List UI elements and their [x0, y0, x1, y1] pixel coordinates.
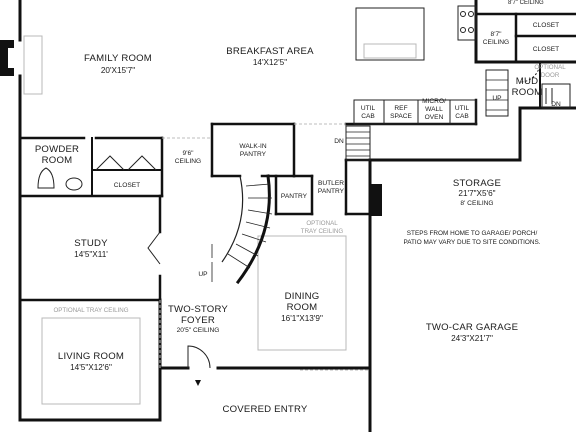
dining-room-line2: ROOM	[287, 302, 318, 313]
kitchen-stairs	[345, 125, 371, 161]
breakfast-area-size: 14'X12'5"	[253, 58, 287, 67]
micro-oven-line3: OVEN	[425, 114, 444, 121]
stairs-up-mud: UP	[492, 95, 502, 102]
study-size: 14'5"X11'	[74, 250, 108, 259]
powder-room-line2: ROOM	[42, 155, 73, 166]
butler-pantry-line2: PANTRY	[318, 188, 345, 195]
garage-note-line2: PATIO MAY VARY DUE TO SITE CONDITIONS.	[403, 239, 540, 246]
living-room-size: 14'5"X12'6"	[70, 363, 112, 372]
walk-in-pantry-line2: PANTRY	[240, 151, 267, 158]
garage-note-line1: STEPS FROM HOME TO GARAGE/ PORCH/	[407, 230, 538, 237]
util-cab-1-line2: CAB	[361, 113, 375, 120]
optional-tray-dining-line2: TRAY CEILING	[301, 228, 344, 235]
ceiling-boundaries	[159, 123, 370, 371]
powder-room-line1: POWDER	[35, 144, 79, 155]
butler-pantry-line1: BUTLER	[318, 180, 344, 187]
dining-room-size: 16'1"X13'9"	[281, 314, 323, 323]
ceiling-87-line1: 8'7"	[491, 31, 503, 38]
family-room-size: 20'X15'7"	[101, 66, 135, 75]
breakfast-area-name: BREAKFAST AREA	[226, 46, 314, 57]
main-staircase	[211, 174, 273, 285]
study-name: STUDY	[74, 238, 108, 249]
garage-size: 24'3"X21'7"	[451, 334, 493, 343]
ceiling-87-line2: CEILING	[483, 39, 509, 46]
ceiling-96-line2: CEILING	[175, 158, 201, 165]
micro-oven-line1: MICRO/	[422, 98, 446, 105]
foyer-ceiling: 20'5" CEILING	[177, 327, 220, 334]
storage-name: STORAGE	[453, 178, 501, 189]
util-cab-1-line1: UTIL	[361, 105, 376, 112]
living-room-name: LIVING ROOM	[58, 351, 124, 362]
closet-powder-label: CLOSET	[114, 182, 140, 189]
covered-entry-name: COVERED ENTRY	[222, 404, 307, 415]
optional-tray-dining-line1: OPTIONAL	[306, 220, 338, 227]
mud-stairs	[485, 69, 509, 117]
stairs-dn-mud: DN	[551, 101, 561, 108]
fixtures	[23, 5, 571, 405]
mud-room-line1: MUD	[516, 76, 538, 87]
closet-top-1-label: CLOSET	[533, 22, 559, 29]
foyer-line1: TWO-STORY	[168, 304, 228, 315]
foyer-line2: FOYER	[181, 315, 215, 326]
garage-column	[370, 184, 382, 216]
storage-ceiling: 8' CEILING	[460, 200, 493, 207]
optional-door-line1: OPTIONAL	[534, 64, 566, 71]
walk-in-pantry-line1: WALK-IN	[239, 143, 266, 150]
util-cab-2-line2: CAB	[455, 113, 469, 120]
garage-name: TWO-CAR GARAGE	[426, 322, 518, 333]
util-cab-2-line1: UTIL	[455, 105, 470, 112]
ceiling-label-top: 8'7" CEILING	[508, 0, 544, 6]
micro-oven-line2: WALL	[425, 106, 443, 113]
stairs-dn-kitchen: DN	[334, 138, 344, 145]
storage-size: 21'7"X5'6"	[458, 189, 495, 198]
optional-door-line2: DOOR	[541, 72, 560, 79]
family-room-name: FAMILY ROOM	[84, 53, 152, 64]
pantry-label: PANTRY	[281, 193, 308, 200]
ref-space-line1: REF	[394, 105, 407, 112]
mud-room-line2: ROOM	[512, 87, 543, 98]
ref-space-line2: SPACE	[390, 113, 412, 120]
dining-room-line1: DINING	[285, 291, 320, 302]
ceiling-96-line1: 9'6"	[183, 150, 195, 157]
closet-top-2-label: CLOSET	[533, 46, 559, 53]
optional-tray-living: OPTIONAL TRAY CEILING	[53, 307, 128, 314]
stairs-up-main: UP	[198, 271, 208, 278]
